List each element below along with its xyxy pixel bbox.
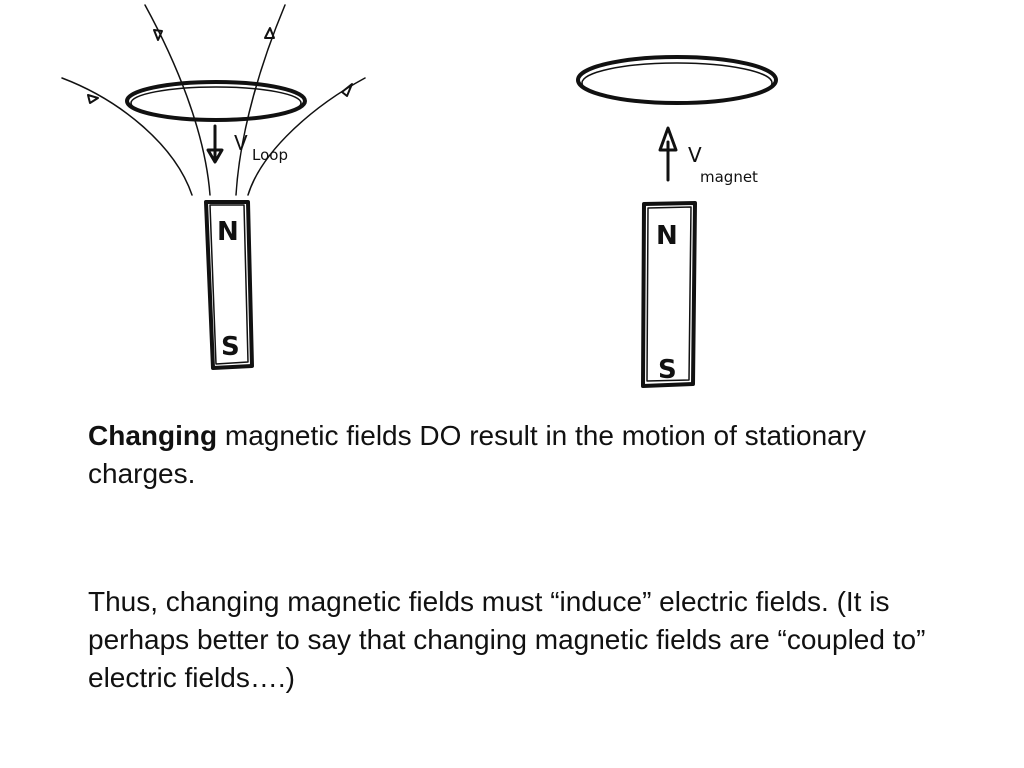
- conclusion-paragraph: Thus, changing magnetic fields must “ind…: [88, 583, 948, 697]
- conducting-loop-outline: [581, 62, 773, 104]
- bar-magnet-inner: [209, 204, 249, 365]
- statement-text: magnetic fields DO result in the motion …: [88, 420, 867, 489]
- velocity-subscript: Loop: [252, 146, 288, 164]
- bar-magnet-inner: [646, 206, 692, 382]
- field-arrowhead: [153, 29, 163, 41]
- velocity-subscript: magnet: [700, 168, 758, 186]
- right-sketch: V magnet N S: [576, 55, 778, 388]
- emphasis-word: Changing: [88, 420, 218, 451]
- south-pole-label: S: [658, 355, 677, 385]
- north-pole-label: N: [217, 217, 239, 247]
- field-arrowhead: [341, 83, 353, 97]
- conducting-loop-outline: [130, 86, 302, 120]
- field-line: [61, 77, 193, 196]
- south-pole-label: S: [221, 332, 240, 362]
- induction-sketch-figure: V Loop N S V magnet N S: [61, 4, 778, 388]
- north-pole-label: N: [656, 221, 678, 251]
- left-sketch: V Loop N S: [61, 4, 366, 370]
- velocity-arrow-down: [206, 124, 224, 164]
- conclusion-line-2: (It is perhaps better to say that changi…: [88, 586, 926, 693]
- field-arrowhead: [87, 94, 99, 104]
- velocity-label: V: [688, 143, 702, 167]
- conducting-loop: [125, 80, 307, 122]
- field-arrowhead: [264, 27, 275, 39]
- field-line: [144, 4, 211, 196]
- conclusion-line-1: Thus, changing magnetic fields must “ind…: [88, 586, 829, 617]
- bar-magnet: [204, 200, 254, 370]
- velocity-label: V: [234, 131, 248, 155]
- velocity-arrow-up: [658, 126, 678, 182]
- field-line: [235, 4, 286, 196]
- bar-magnet: [641, 201, 697, 388]
- statement-paragraph: Changing magnetic fields DO result in th…: [88, 417, 948, 493]
